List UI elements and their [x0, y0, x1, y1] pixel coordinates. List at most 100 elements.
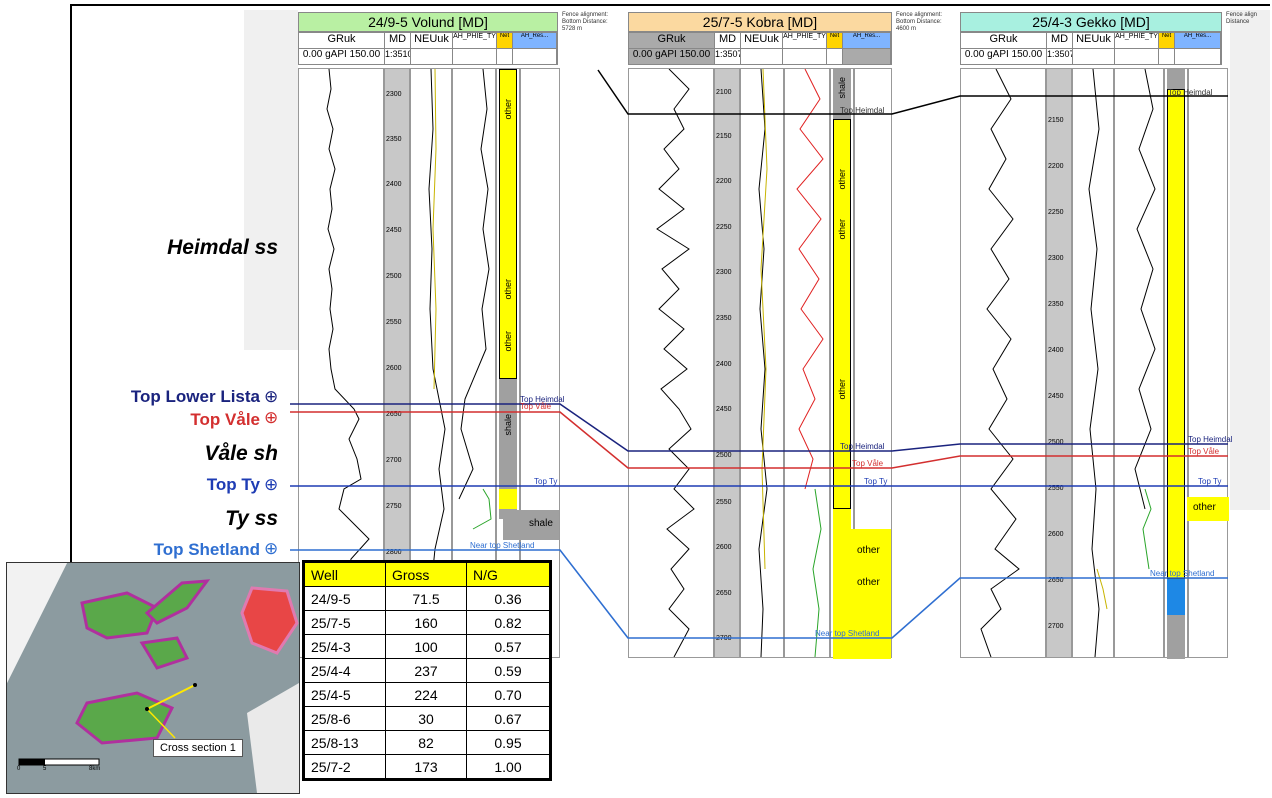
- md-tick: 2350: [386, 136, 402, 143]
- track-header: NEUuk: [1073, 33, 1115, 48]
- md-tick: 2300: [386, 91, 402, 98]
- md-tick: 2700: [386, 457, 402, 464]
- phie-log-curve: [458, 68, 492, 530]
- track-header: Net: [497, 33, 513, 48]
- fence-note: Fence align Distance: [1226, 12, 1258, 25]
- md-tick: 2300: [1048, 255, 1064, 262]
- track-header: NEUuk: [411, 33, 453, 48]
- cell-gross: 160: [385, 610, 467, 635]
- right-grey-panel: [1230, 10, 1270, 510]
- lith-label: other: [1193, 502, 1216, 513]
- md-tick: 2150: [716, 133, 732, 140]
- cell-gross: 224: [385, 682, 467, 707]
- phie-track: [452, 68, 496, 658]
- track-header: Net: [827, 33, 843, 48]
- column-header: Gross: [385, 562, 467, 587]
- lith-label: other: [857, 577, 880, 588]
- md-track: 2150 2200 2250 2300 2350 2400 2450 2500 …: [1046, 68, 1072, 658]
- heimdal-top-line: [597, 69, 1228, 115]
- track-header: GRuk: [299, 33, 385, 48]
- cell-gross: 71.5: [385, 586, 467, 611]
- track-header: MD: [385, 33, 411, 48]
- horizon-tag: Near top Shetland: [815, 629, 880, 638]
- scale-label: 8km: [89, 766, 101, 772]
- horizon-tag: Top Heimdal: [1188, 435, 1233, 444]
- track-header: MD: [1047, 33, 1073, 48]
- cell-ng: 0.57: [466, 634, 550, 659]
- column-header: N/G: [466, 562, 550, 587]
- cell-gross: 237: [385, 658, 467, 683]
- phie-log-curve: [796, 68, 824, 658]
- left-grey-panel: [244, 10, 298, 350]
- horizon-tag: Top Våle: [852, 459, 884, 468]
- md-tick: 2650: [716, 590, 732, 597]
- horizon-tag: Near top Shetland: [470, 541, 535, 550]
- cell-well: 25/4-4: [304, 658, 386, 683]
- top-ty-label: Top Ty: [206, 475, 260, 494]
- cell-well: 25/4-3: [304, 634, 386, 659]
- horizon-tag: Near top Shetland: [1150, 569, 1215, 578]
- md-tick: 2350: [1048, 301, 1064, 308]
- horizon-tag: Top Ty: [864, 477, 888, 486]
- well-panel-kobra: 25/7-5 Kobra [MD] GRuk MD NEUuk AH_PHIE_…: [628, 12, 892, 65]
- gr-log-curve: [326, 68, 370, 658]
- gr-track: [628, 68, 714, 658]
- track-header: AH_PHIE_TY: [453, 33, 497, 48]
- track-header: MD: [715, 33, 741, 48]
- md-tick: 2500: [386, 273, 402, 280]
- location-map: Cross section 1 0 5 8km: [6, 562, 300, 794]
- phie-track: [784, 68, 830, 658]
- shetland-line: [290, 549, 1228, 639]
- lith-sand-block: [499, 489, 517, 509]
- horizon-tag: Top Heimdal: [840, 106, 885, 115]
- neu-track: [410, 68, 452, 658]
- track-header: AH_PHIE_TY: [783, 33, 827, 48]
- cell-well: 24/9-5: [304, 586, 386, 611]
- well-title: 24/9-5 Volund [MD]: [298, 12, 558, 32]
- neu-log-curve: [428, 68, 446, 658]
- cell-ng: 0.70: [466, 682, 550, 707]
- track-header: Net: [1159, 33, 1175, 48]
- track-scales: 0.00 gAPI 150.00 1:3510: [298, 49, 558, 65]
- neu-track: [1072, 68, 1114, 658]
- cell-ng: 0.59: [466, 658, 550, 683]
- table-header-row: Well Gross N/G: [304, 562, 550, 587]
- vale-sh-label: Våle sh: [204, 442, 278, 465]
- lith-shale-block: [503, 510, 559, 540]
- res-track: other: [1187, 68, 1229, 658]
- track-header: AH_Res...: [513, 33, 557, 48]
- lith-shale-block: [1167, 69, 1185, 89]
- md-tick: 2550: [386, 319, 402, 326]
- phie-track: [1114, 68, 1164, 658]
- top-vale-label: Top Våle: [190, 410, 260, 429]
- horizon-tag: Top Heimdal: [520, 395, 565, 404]
- lith-label: shale: [529, 518, 553, 529]
- cell-gross: 173: [385, 754, 467, 779]
- column-header: Well: [304, 562, 386, 587]
- track-scales: 0.00 gAPI 150.00 1:3507: [960, 49, 1222, 65]
- fence-note: Fence alignment: Bottom Distance: 4600 m: [896, 12, 943, 32]
- top-shetland-label: Top Shetland: [153, 540, 260, 559]
- md-tick: 2450: [386, 227, 402, 234]
- md-track: 2100 2150 2200 2250 2300 2350 2400 2450 …: [714, 68, 740, 658]
- gr-scale: 0.00 gAPI 150.00: [299, 49, 385, 64]
- md-tick: 2800: [386, 549, 402, 556]
- track-scales: 0.00 gAPI 150.00 1:3507: [628, 49, 892, 65]
- md-tick: 2300: [716, 269, 732, 276]
- scale-label: 5: [43, 766, 47, 772]
- lower-lista-line: [290, 403, 1228, 452]
- md-tick: 2700: [1048, 623, 1064, 630]
- track-header: GRuk: [629, 33, 715, 48]
- cell-well: 25/8-13: [304, 730, 386, 755]
- cell-ng: 0.67: [466, 706, 550, 731]
- md-tick: 2750: [386, 503, 402, 510]
- phie-log-curve: [1134, 68, 1156, 570]
- well-panel-volund: 24/9-5 Volund [MD] GRuk MD NEUuk AH_PHIE…: [298, 12, 558, 65]
- cell-well: 25/7-5: [304, 610, 386, 635]
